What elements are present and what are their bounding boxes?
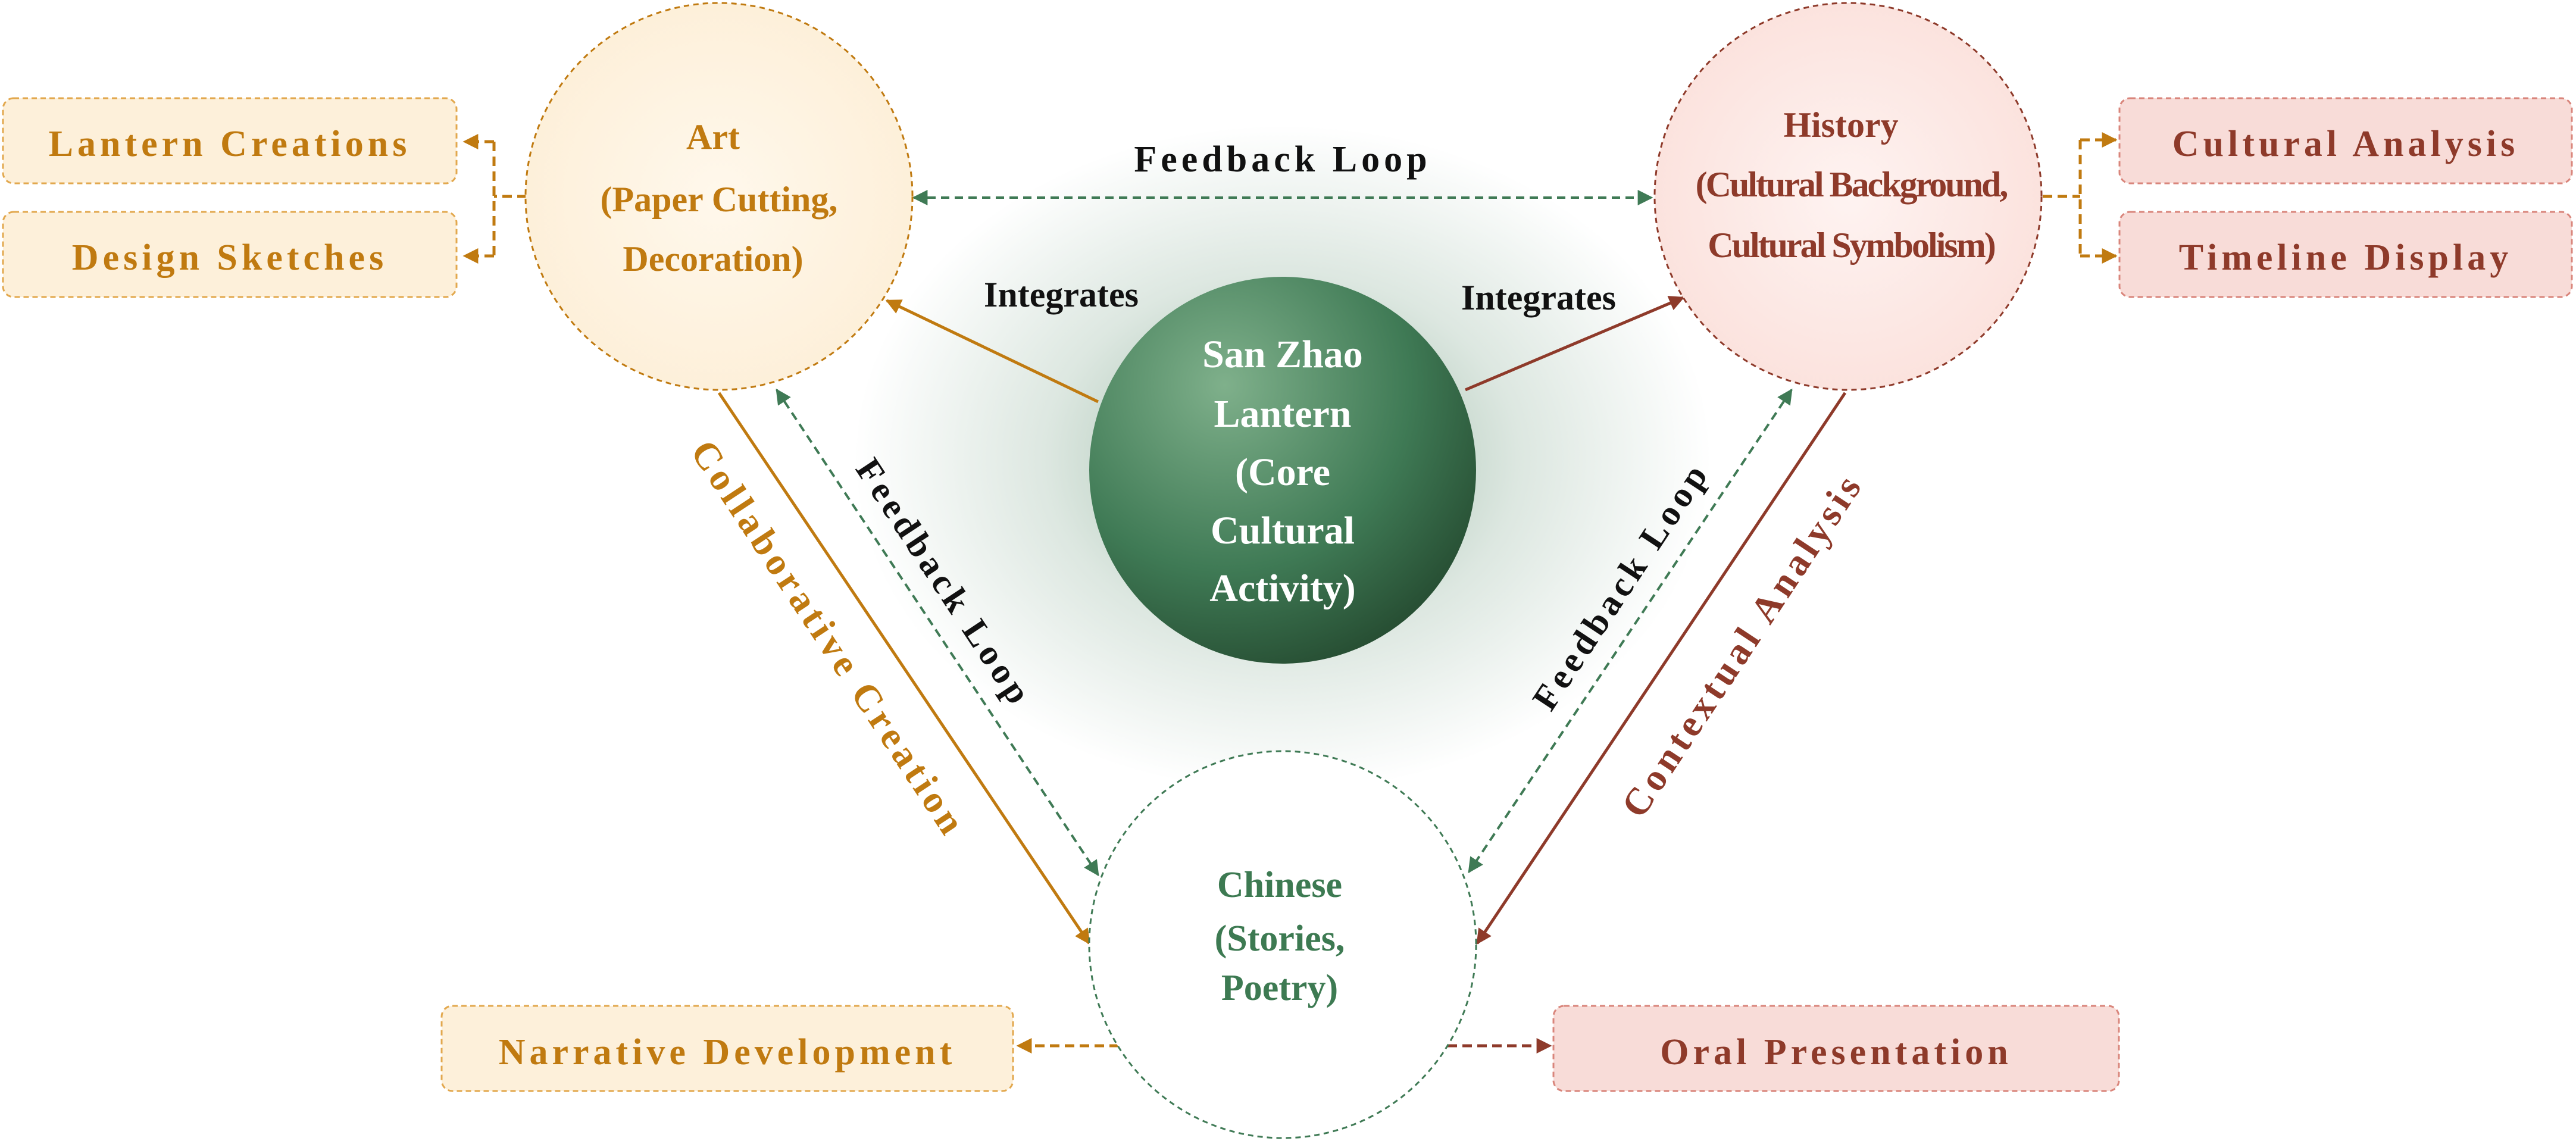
history-node: History (Cultural Background, Cultural S… [1653, 2, 2043, 391]
box-timeline-display: Timeline Display [2118, 211, 2573, 298]
chinese-node: Chinese (Stories, Poetry) [1088, 750, 1477, 1139]
integrates-left-label: Integrates [984, 275, 1139, 314]
box-cultural-analysis-label: Cultural Analysis [2172, 124, 2519, 164]
chinese-node-line-2: (Stories, [1215, 918, 1345, 959]
history-node-line-2: (Cultural Background, [1696, 165, 2008, 204]
integrates-edge-history [1465, 296, 1685, 392]
box-design-sketches-label: Design Sketches [72, 237, 387, 278]
chinese-node-title: Chinese [1217, 865, 1342, 905]
art-node: Art (Paper Cutting, Decoration) [524, 2, 914, 391]
history-node-line-3: Cultural Symbolism) [1708, 226, 1994, 265]
center-node: San Zhao Lantern (Core Cultural Activity… [1089, 277, 1476, 664]
center-node-line-1: San Zhao [1202, 333, 1363, 376]
box-narrative-development: Narrative Development [440, 1005, 1014, 1092]
history-node-title: History [1783, 105, 1898, 145]
art-node-line-3: Decoration) [623, 239, 803, 279]
box-lantern-creations-label: Lantern Creations [49, 124, 411, 164]
art-bracket [462, 134, 527, 264]
feedback-edge-art-chinese [776, 388, 1099, 877]
box-oral-presentation: Oral Presentation [1552, 1005, 2120, 1092]
box-cultural-analysis: Cultural Analysis [2118, 97, 2573, 185]
center-node-line-5: Activity) [1209, 567, 1356, 610]
center-node-line-2: Lantern [1214, 392, 1352, 436]
integrates-right-label: Integrates [1461, 278, 1616, 317]
box-lantern-creations: Lantern Creations [2, 97, 458, 185]
feedback-top-label: Feedback Loop [1134, 139, 1431, 180]
center-node-line-3: (Core [1235, 451, 1330, 494]
feedback-edge-history-chinese [1468, 388, 1793, 874]
box-oral-presentation-label: Oral Presentation [1660, 1032, 2012, 1073]
art-node-title: Art [686, 117, 740, 157]
history-bracket [2043, 132, 2118, 264]
integrates-edge-art [885, 299, 1099, 404]
chinese-node-line-3: Poetry) [1221, 968, 1338, 1008]
box-design-sketches: Design Sketches [2, 211, 458, 298]
center-node-line-4: Cultural [1211, 509, 1355, 552]
box-timeline-display-label: Timeline Display [2179, 237, 2512, 278]
box-narrative-development-label: Narrative Development [499, 1032, 956, 1073]
art-node-line-2: (Paper Cutting, [601, 180, 838, 219]
